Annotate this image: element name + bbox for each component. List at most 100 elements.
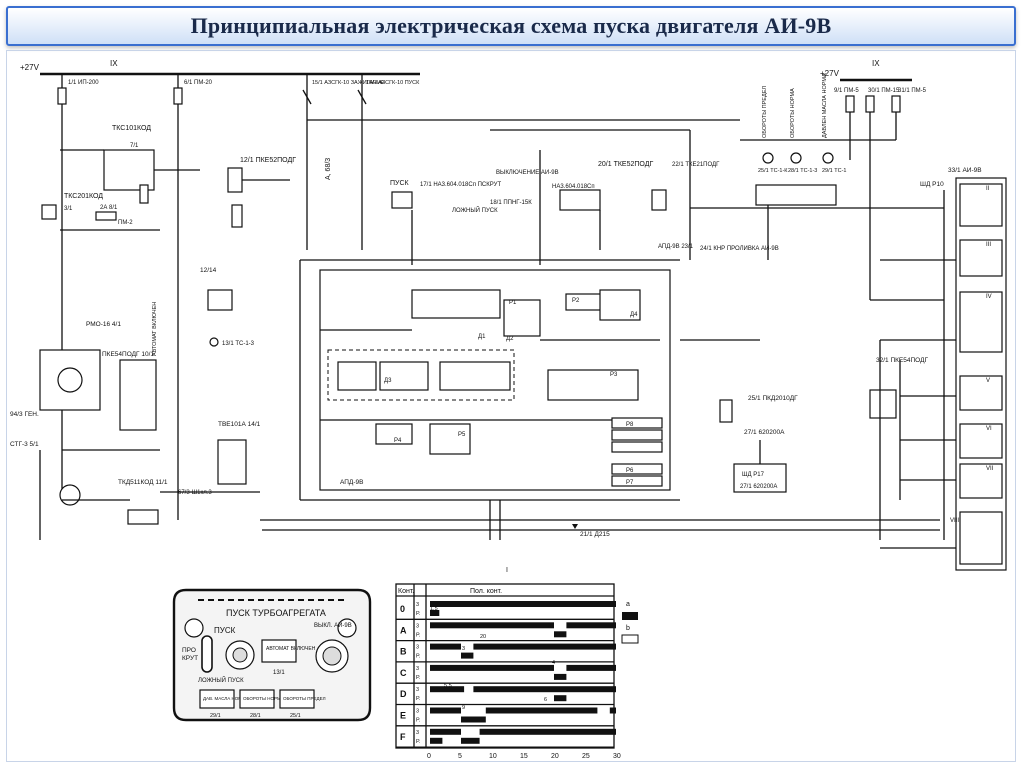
rb-2: 30/1 ПМ-15	[868, 88, 900, 94]
lamp-ref-2: 28/1 ТС-1-3	[788, 168, 817, 174]
block-3: III	[986, 242, 991, 248]
timing-bar	[554, 631, 567, 638]
timing-subrow-label: 3	[416, 602, 419, 608]
breaker-label-3: 15/1 АЗСГК-10 ЗАЖИГАНИЕ	[312, 80, 385, 86]
ann-3: 2	[548, 623, 551, 629]
block-8: VIII	[950, 518, 959, 524]
panel-title: ПУСК ТУРБОАГРЕГАТА	[226, 608, 326, 618]
comp-shd-p10: ШД Р10	[920, 181, 944, 188]
left-bus-label: IX	[110, 59, 118, 68]
timing-bar	[461, 716, 486, 723]
timing-bar	[430, 728, 461, 735]
main-schematic: +27V IX 1/1 ИП-200 6/1 ПМ-20 15/1 АЗСГК-…	[10, 59, 1007, 571]
timing-subrow-label: Р.	[416, 632, 421, 638]
comp-d215: 21/1 Д215	[580, 531, 610, 538]
comp-3-1: 3/1	[64, 206, 73, 212]
comp-vykl: ВЫКЛЮЧЕНИЕ АИ-9В	[496, 170, 559, 176]
timing-bar	[566, 622, 616, 629]
block-7: VII	[986, 466, 994, 472]
comp-tve101: ТВЕ101А 14/1	[218, 421, 261, 428]
ann-1: 1,5	[430, 606, 438, 612]
avtomat-indicator	[261, 639, 297, 663]
lamp-ref-3: 29/1 ТС-1	[822, 168, 846, 174]
comp-r5: Р5	[458, 432, 466, 438]
timing-bar	[430, 610, 440, 616]
timing-bar	[461, 652, 474, 659]
timing-row-label: E	[400, 711, 406, 721]
timing-row-label: D	[400, 689, 407, 699]
timing-subrow-label: 3	[416, 687, 419, 693]
comp-17-1: 17/1 НА3.604.018Сп ПСКРУТ	[420, 182, 501, 188]
lamp-label-1: ОБОРОТЫ ПРЕДЕЛ	[762, 86, 768, 138]
panel-pusk-label: ПУСК	[214, 626, 236, 635]
timing-figure-mark: I	[506, 567, 508, 574]
comp-33-1: 33/1 АИ-9В	[948, 167, 982, 174]
timing-header: Конт.	[398, 588, 414, 595]
comp-32-1: 32/1 ПКЕ54ПОДГ	[876, 357, 928, 364]
comp-apd23: АПД-9В 23/1	[658, 244, 694, 250]
timing-bars	[430, 601, 616, 744]
indicator-label-3: ОБОРОТЫ ПРЕДЕЛ	[283, 696, 326, 701]
comp-pm2: ПМ-2	[118, 220, 133, 226]
timing-row-label: A	[400, 625, 407, 635]
left-bus-voltage: +27V	[20, 63, 40, 72]
indicator-ref-1: 29/1	[210, 713, 221, 719]
timing-subrow-label: Р.	[416, 696, 421, 702]
vykl-label: ВЫКЛ. АИ-9В	[314, 623, 352, 629]
comp-94-3: 94/3 ГЕН.	[10, 411, 39, 418]
breaker-label-2: 6/1 ПМ-20	[184, 80, 213, 86]
timing-bar	[430, 622, 554, 629]
right-bus-voltage: +27V	[820, 69, 840, 78]
legend-a-swatch	[622, 612, 638, 620]
comp-13-1: 13/1 ТС-1-3	[222, 341, 255, 347]
indicator-ref-2: 28/1	[250, 713, 261, 719]
block-4: IV	[986, 294, 992, 300]
lamp-ref-1: 25/1 ТС-1-К	[758, 168, 788, 174]
comp-r6: Р6	[626, 468, 634, 474]
indicator-label-2: ОБОРОТЫ НОРМА	[243, 696, 284, 701]
timing-bar	[430, 737, 443, 744]
timing-bar	[554, 695, 567, 702]
timing-subrow-label: Р.	[416, 611, 421, 617]
ann-7: 6	[544, 697, 547, 703]
comp-r8: Р8	[626, 422, 634, 428]
control-panel: ПУСК ТУРБОАГРЕГАТА ПРО КРУТ ПУСК АВТОМАТ…	[172, 588, 372, 722]
rb-3: 31/1 ПМ-5	[898, 88, 927, 94]
comp-tks201: ТКС201КОД	[64, 193, 103, 200]
timing-subrow-label: Р.	[416, 739, 421, 745]
timing-bar	[430, 643, 461, 650]
comp-shd-p17: ШД Р17	[742, 472, 765, 478]
comp-25-1: 25/1 ПКД2010ДГ	[748, 395, 798, 402]
comp-24-1: 24/1 КНР ПРОЛИВКА АИ-9В	[700, 246, 779, 252]
rb-1: 9/1 ПМ-5	[834, 88, 859, 94]
toggle-switch[interactable]	[201, 635, 213, 673]
comp-r4: Р4	[394, 438, 402, 444]
comp-27-1: 27/1 620200А	[744, 429, 785, 436]
block-6: VI	[986, 426, 992, 432]
comp-d4: Д4	[630, 312, 638, 318]
ann-2: 20	[480, 634, 486, 640]
timing-row-label: F	[400, 732, 406, 742]
timing-bar	[485, 707, 598, 714]
lozhny-label: ЛОЖНЫЙ ПУСК	[198, 676, 244, 684]
comp-2a: 2А 8/1	[100, 205, 118, 211]
comp-na3: НА3.604.018Сп	[552, 184, 595, 190]
timing-tick-label: 30	[613, 753, 621, 760]
timing-bar	[609, 707, 616, 714]
indicator-ref-3: 25/1	[290, 713, 301, 719]
indicator-1	[199, 689, 235, 709]
timing-bar	[473, 643, 616, 650]
lamp-label-3: ДАВЛЕН МАСЛА НОРМА	[822, 73, 828, 138]
timing-tick-label: 25	[582, 753, 590, 760]
avtomat-label: АВТОМАТ ВКЛЮЧЕН	[266, 646, 316, 652]
lamp-2	[790, 152, 802, 164]
panel-krut: КРУТ	[182, 655, 198, 662]
indicator-2	[239, 689, 275, 709]
timing-tick-label: 5	[458, 753, 462, 760]
comp-18-1: 18/1 ППНГ-15К	[490, 200, 532, 206]
ann-8: 9	[462, 705, 465, 711]
panel-screw-tl	[184, 618, 204, 638]
ann-6: 5,5	[444, 683, 452, 689]
